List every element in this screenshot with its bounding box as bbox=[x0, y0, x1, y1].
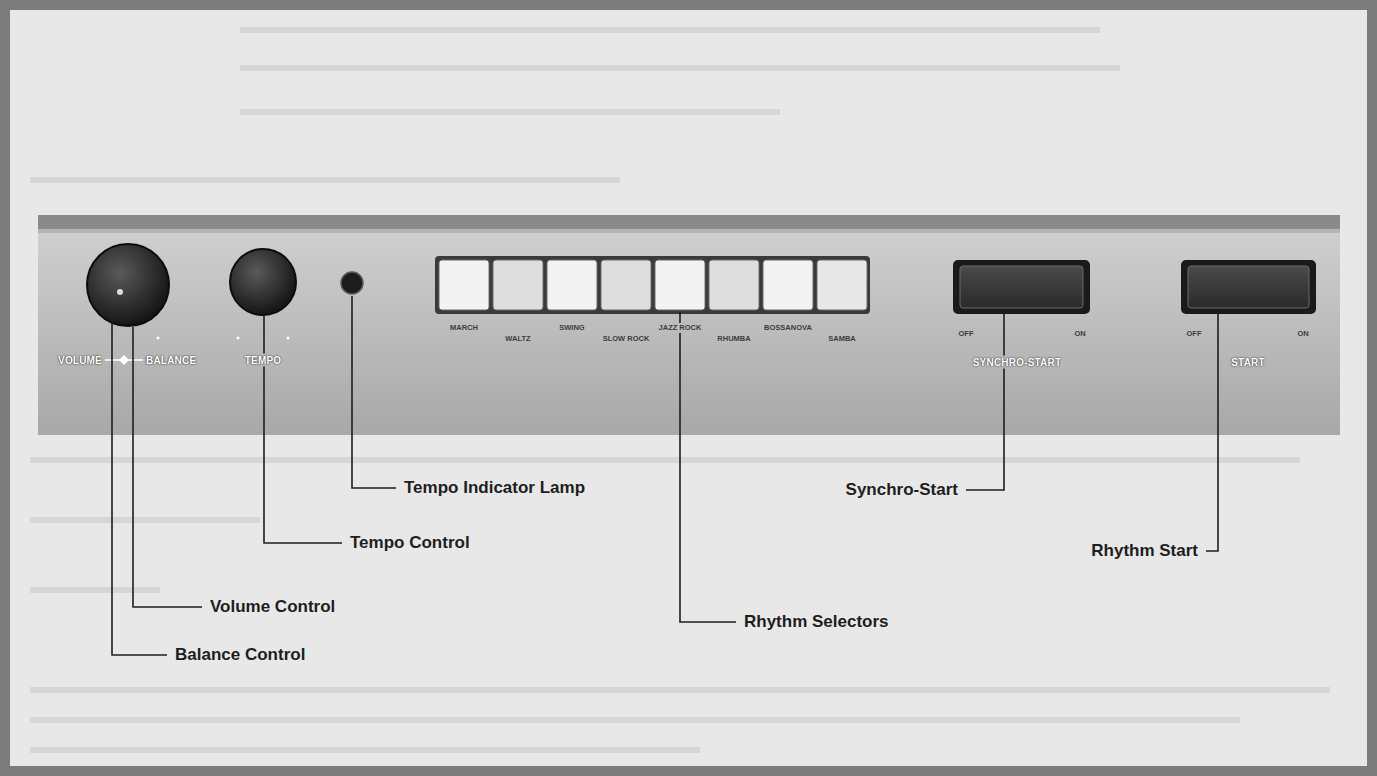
synchro-start-switch bbox=[953, 260, 1090, 314]
callout-label: Volume Control bbox=[210, 598, 335, 617]
selector-frame bbox=[435, 256, 870, 314]
knob-marks bbox=[157, 337, 290, 340]
leader-line bbox=[264, 316, 342, 543]
leader-line bbox=[133, 327, 202, 607]
panel-label: VOLUME bbox=[58, 355, 102, 366]
panel-label: BALANCE bbox=[146, 355, 196, 366]
panel-label: SYNCHRO-START bbox=[971, 356, 1064, 369]
rhythm-name: WALTZ bbox=[505, 335, 530, 343]
rhythm-name: MARCH bbox=[450, 324, 478, 332]
leader-lines bbox=[112, 296, 1218, 655]
callout-label: Rhythm Start bbox=[1091, 542, 1198, 561]
tempo-lamp bbox=[341, 272, 363, 294]
switch-position: OFF bbox=[1187, 330, 1202, 338]
callout-label: Synchro-Start bbox=[846, 481, 958, 500]
balance-symbol bbox=[105, 355, 143, 365]
callout-label: Rhythm Selectors bbox=[744, 613, 889, 632]
leader-line bbox=[680, 312, 736, 622]
panel-label: TEMPO bbox=[243, 354, 284, 367]
knob-pointer bbox=[117, 289, 123, 295]
leader-line bbox=[112, 322, 167, 655]
page-ground bbox=[10, 10, 1367, 766]
rhythm-name: SAMBA bbox=[828, 335, 856, 343]
rhythm-name: SLOW ROCK bbox=[603, 335, 650, 343]
switch-position: ON bbox=[1297, 330, 1308, 338]
rhythm-buttons bbox=[439, 260, 867, 310]
rhythm-name: SWING bbox=[559, 324, 584, 332]
volume-knob bbox=[87, 244, 169, 326]
rhythm-name: JAZZ ROCK bbox=[657, 323, 704, 333]
callout-label: Balance Control bbox=[175, 646, 305, 665]
leader-line bbox=[1206, 312, 1218, 551]
control-panel bbox=[38, 215, 1340, 435]
switch-position: OFF bbox=[959, 330, 974, 338]
rhythm-start-switch bbox=[1181, 260, 1316, 314]
callout-label: Tempo Indicator Lamp bbox=[404, 479, 585, 498]
rhythm-name: RHUMBA bbox=[717, 335, 750, 343]
leader-line bbox=[966, 312, 1004, 490]
leader-line bbox=[352, 296, 396, 488]
switch-position: ON bbox=[1074, 330, 1085, 338]
panel-top-edge bbox=[38, 215, 1340, 229]
tempo-knob bbox=[230, 249, 296, 315]
callout-label: Tempo Control bbox=[350, 534, 470, 553]
panel-label: START bbox=[1231, 357, 1265, 368]
rhythm-name: BOSSANOVA bbox=[764, 324, 812, 332]
